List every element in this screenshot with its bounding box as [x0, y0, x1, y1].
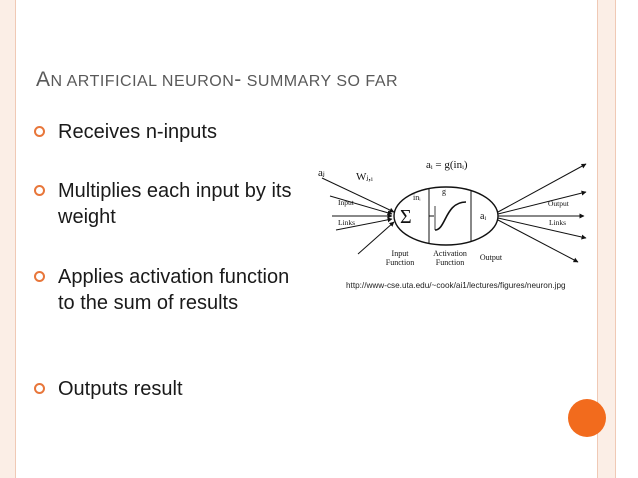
- right-frame-band: [597, 0, 616, 478]
- neuron-diagram: aᵢ = g(inᵢ) aⱼ Wⱼ,ᵢ Input Links Σ inᵢ g …: [318, 159, 587, 267]
- bullet-text: Receives n-inputs: [58, 121, 217, 143]
- left-frame-band: [0, 0, 16, 478]
- figure-source-caption: http://www-cse.uta.edu/~cook/ai1/lecture…: [346, 281, 566, 290]
- input-arrow: [357, 221, 395, 255]
- output-arrow: [497, 219, 579, 263]
- title-initial: A: [36, 68, 51, 91]
- input-arrows: [321, 177, 395, 255]
- activation-function-label-line1: Activation: [433, 249, 467, 258]
- output-links-label-line2: Links: [549, 218, 566, 227]
- output-arrows: [497, 163, 587, 263]
- bullet-item-outputs: Outputs result: [34, 376, 304, 402]
- input-activation-label: aⱼ: [318, 167, 325, 179]
- bullet-item-multiplies: Multiplies each input by its weight: [34, 178, 304, 230]
- bullet-ring-icon: [34, 383, 45, 394]
- input-arrow: [335, 217, 393, 231]
- sum-symbol: Σ: [400, 206, 412, 228]
- output-arrow: [497, 190, 587, 215]
- bullet-text: Outputs result: [58, 378, 183, 400]
- sigmoid-curve: [434, 201, 467, 231]
- activation-g-label: g: [442, 187, 446, 196]
- bullet-text: Multiplies each input by its weight: [58, 180, 292, 228]
- title-dash: -: [234, 68, 242, 91]
- title-part-1: N ARTIFICIAL NEURON: [50, 73, 235, 90]
- input-function-label-line1: Input: [392, 249, 410, 258]
- title-part-2: SUMMARY SO FAR: [241, 73, 399, 90]
- input-links-label-line2: Links: [338, 218, 355, 227]
- bullet-ring-icon: [34, 126, 45, 137]
- bullet-item-applies: Applies activation function to the sum o…: [34, 264, 304, 316]
- bullet-text: Applies activation function to the sum o…: [58, 266, 290, 314]
- slide-title: AN ARTIFICIAL NEURON- SUMMARY SO FAR: [36, 68, 576, 92]
- bullet-item-receives: Receives n-inputs: [34, 119, 304, 145]
- sum-output-label: inᵢ: [413, 193, 421, 202]
- bullet-ring-icon: [34, 185, 45, 196]
- activation-function-label-line2: Function: [436, 258, 464, 267]
- output-arrow: [497, 163, 587, 213]
- output-activation-label: aᵢ: [480, 211, 486, 222]
- input-links-label-line1: Input: [338, 198, 355, 207]
- activation-formula: aᵢ = g(inᵢ): [426, 159, 468, 171]
- weight-label: Wⱼ,ᵢ: [356, 171, 373, 183]
- bullet-ring-icon: [34, 271, 45, 282]
- output-arrow: [497, 217, 587, 240]
- output-label: Output: [480, 253, 503, 262]
- input-function-label-line2: Function: [386, 258, 414, 267]
- input-arrow: [329, 195, 393, 216]
- decorative-orange-circle: [568, 399, 606, 437]
- input-arrow: [321, 177, 395, 213]
- output-links-label-line1: Output: [548, 199, 570, 208]
